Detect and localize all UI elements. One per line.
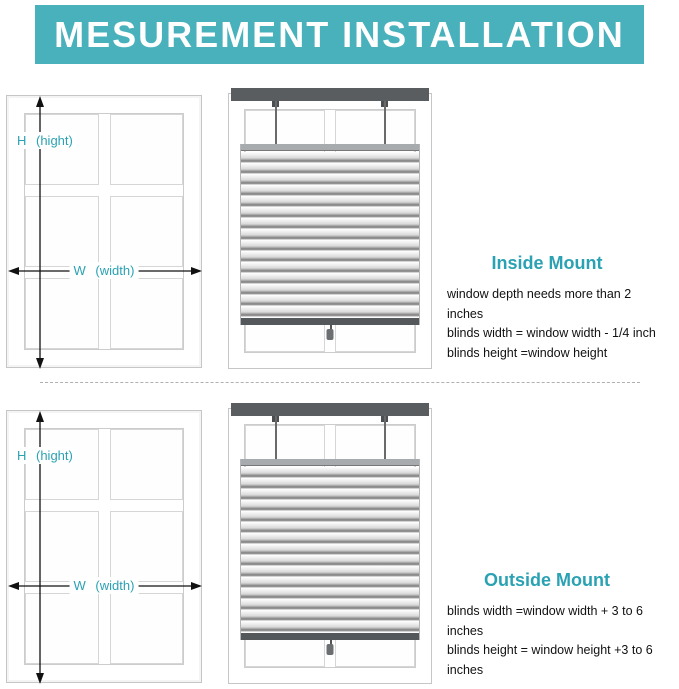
window-pane (109, 278, 183, 349)
measurement-window-diagram-inside: H (hight) W (width) (6, 95, 202, 369)
window-pane (25, 114, 99, 185)
measurement-window-diagram-outside: H (hight) W (width) (6, 410, 202, 684)
section-divider (40, 382, 640, 383)
mount-info-inside: Inside Mount window depth needs more tha… (432, 253, 662, 363)
mount-info-outside: Outside Mount blinds width =window width… (432, 570, 662, 680)
mount-instructions: blinds width =window width + 3 to 6 inch… (432, 602, 662, 680)
handle-cord (330, 325, 332, 330)
pull-handle (326, 329, 334, 340)
blinds-cord (384, 416, 386, 461)
shade-top-rail (241, 459, 419, 466)
window-pane (25, 196, 99, 267)
width-label: W (width) (69, 262, 139, 279)
page-title: MESUREMENT INSTALLATION (54, 13, 625, 55)
window-pane (109, 429, 183, 500)
shade-bottom-rail (241, 633, 419, 640)
window-pane (25, 593, 99, 664)
shade-bottom-rail (241, 318, 419, 325)
height-label: H (hight) (13, 447, 77, 464)
window-glass (24, 428, 184, 665)
mount-instruction-line: window depth needs more than 2 inches (447, 287, 632, 321)
handle-cord (330, 640, 332, 645)
blinds-cord (384, 101, 386, 146)
pleated-shade (240, 459, 420, 640)
blinds-window-diagram-outside (228, 403, 432, 684)
window-pane (25, 429, 99, 500)
window-pane (109, 114, 183, 185)
header-banner: MESUREMENT INSTALLATION (35, 5, 644, 64)
window-pane (109, 593, 183, 664)
shade-pleats (241, 467, 419, 633)
shade-pleats (241, 152, 419, 318)
mount-instruction-line: blinds width = window width - 1/4 inch (447, 326, 656, 340)
window-pane (109, 511, 183, 582)
pull-handle (326, 644, 334, 655)
blinds-headrail (231, 403, 429, 416)
window-glass (24, 113, 184, 350)
width-label: W (width) (69, 577, 139, 594)
mount-title: Inside Mount (491, 253, 603, 273)
mount-instruction-line: blinds height =window height (447, 345, 608, 360)
window-pane (25, 511, 99, 582)
window-pane (109, 196, 183, 267)
height-label: H (hight) (13, 132, 77, 149)
blinds-cord (275, 416, 277, 461)
mount-instruction-line: blinds height = window height +3 to 6 in… (447, 643, 653, 677)
window-pane (25, 278, 99, 349)
mount-instructions: window depth needs more than 2 inches bl… (432, 285, 662, 363)
blinds-headrail (231, 88, 429, 101)
shade-top-rail (241, 144, 419, 151)
mount-title: Outside Mount (484, 570, 610, 590)
mount-instruction-line: blinds width =window width + 3 to 6 inch… (447, 604, 643, 638)
blinds-cord (275, 101, 277, 146)
blinds-window-diagram-inside (228, 88, 432, 369)
pleated-shade (240, 144, 420, 325)
